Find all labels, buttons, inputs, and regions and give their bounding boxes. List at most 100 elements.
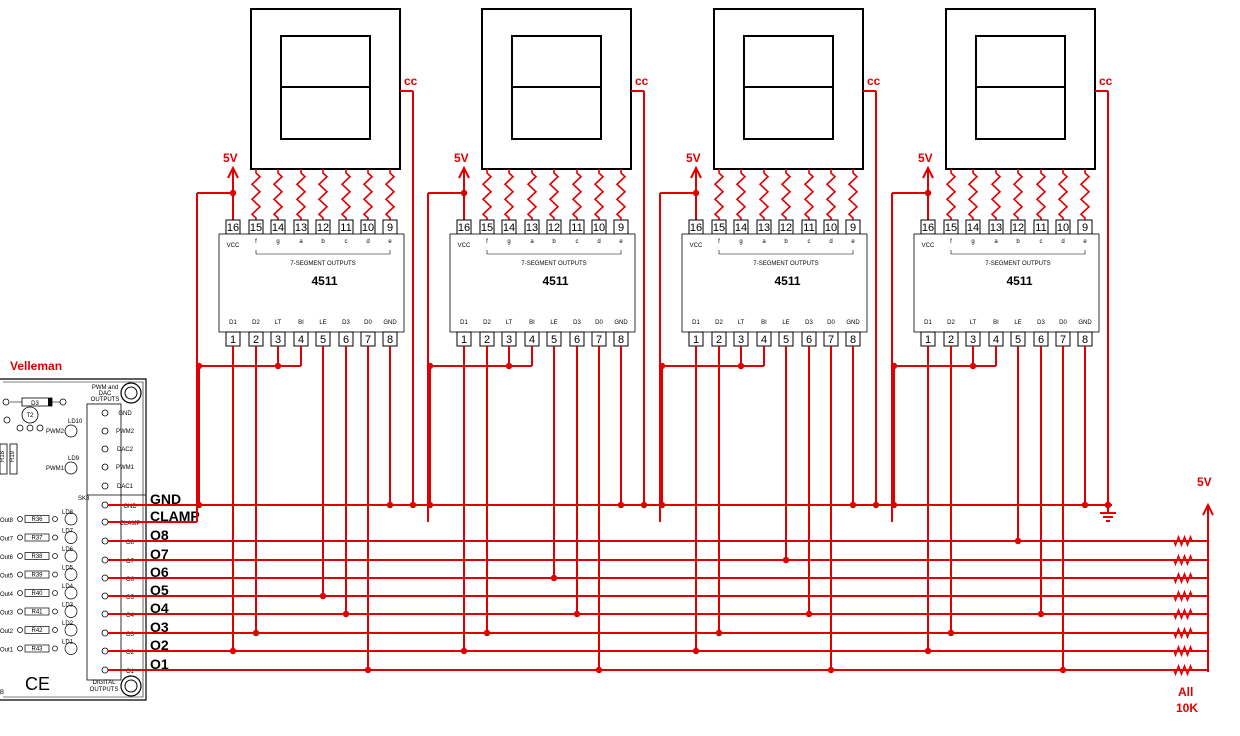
chip-pin-number: 8 <box>850 334 856 346</box>
segment-resistor <box>295 169 307 222</box>
chip-pin-name: g <box>739 239 742 245</box>
chip-vcc-label: VCC <box>922 243 935 249</box>
decoder-chip-4511 <box>913 233 1100 333</box>
junction-dot <box>252 629 260 637</box>
junction-dot <box>386 501 394 509</box>
chip-pin-number: 1 <box>230 334 236 346</box>
seven-segment-display <box>481 8 632 170</box>
chip-pin-name: D3 <box>573 320 581 326</box>
segment-resistor <box>548 169 560 222</box>
junction-dot <box>924 647 932 655</box>
mount-hole-icon <box>120 675 142 697</box>
chip-pin-name: g <box>276 239 279 245</box>
chip-pin-name: d <box>1061 239 1064 245</box>
chip-pin-name: a <box>994 239 998 245</box>
chip-pin-name: D2 <box>947 320 955 326</box>
junction-dot <box>737 362 745 370</box>
output-pin <box>101 537 109 545</box>
led-row-led-label: LD1 <box>62 640 74 646</box>
output-pin-label: O6 <box>126 577 135 583</box>
svg-text:PWM1: PWM1 <box>46 466 65 472</box>
segment-resistor <box>803 169 815 222</box>
pullup-resistor <box>1170 571 1196 585</box>
chip-pin-name: LT <box>970 320 977 326</box>
junction-dot <box>1104 501 1112 509</box>
output-pin <box>101 647 109 655</box>
chip-pin-name: c <box>345 239 348 245</box>
velleman-board: Velleman PWM and DAC OUTPUTS DIGITAL OUT… <box>0 359 147 701</box>
chip-pin-number: 3 <box>275 334 281 346</box>
pullup-resistor <box>1170 607 1196 621</box>
led-row-led-label: LD6 <box>62 547 74 553</box>
cc-label: cc <box>404 74 418 88</box>
junction-dot <box>550 574 558 582</box>
junction-dot <box>805 610 813 618</box>
chip-pin-number: 7 <box>365 334 371 346</box>
pullup-resistor <box>1170 589 1196 603</box>
led-row-led-label: LD5 <box>62 566 74 572</box>
chip-pin-number: 15 <box>250 222 262 234</box>
junction-dot <box>483 629 491 637</box>
pullup-resistor <box>1170 663 1196 677</box>
chip-pin-name: b <box>552 239 556 245</box>
led-row-res-label: R43 <box>31 647 43 653</box>
chip-subtitle: 7-SEGMENT OUTPUTS <box>753 261 818 267</box>
chip-pin-number: 5 <box>551 334 557 346</box>
led-row-out-label: Out7 <box>0 537 14 543</box>
led-row-res-label: R42 <box>31 628 43 634</box>
pullup-resistor <box>1170 534 1196 548</box>
footer-label: DIGITAL <box>93 680 117 686</box>
junction-dot <box>947 629 955 637</box>
output-pin <box>101 592 109 600</box>
header-pin-label: DAC1 <box>117 484 134 490</box>
segment-resistor <box>847 169 859 222</box>
chip-pin-name: g <box>971 239 974 245</box>
chip-pin-name: f <box>718 239 720 245</box>
segment-resistor <box>1035 169 1047 222</box>
bus-label: O2 <box>150 637 169 653</box>
chip-pin-name: c <box>1040 239 1043 245</box>
svg-text:R18: R18 <box>0 450 6 462</box>
chip-pin-number: 6 <box>574 334 580 346</box>
junction-dot <box>849 501 857 509</box>
segment-resistor <box>1012 169 1024 222</box>
chip-pin-number: 16 <box>922 222 934 234</box>
chip-pin-number: 4 <box>993 334 999 346</box>
chip-name: 4511 <box>1006 274 1032 288</box>
chip-pin-number: 5 <box>783 334 789 346</box>
segment-resistor <box>967 169 979 222</box>
segment-resistor <box>272 169 284 222</box>
output-pin <box>101 666 109 674</box>
chip-pin-number: 12 <box>317 222 329 234</box>
header-pin-label: PWM1 <box>116 465 135 471</box>
svg-text:LD10: LD10 <box>68 419 83 425</box>
output-pin <box>101 574 109 582</box>
segment-resistor <box>825 169 837 222</box>
header-pin <box>101 409 109 417</box>
junction-dot <box>782 556 790 564</box>
chip-pin-number: 16 <box>690 222 702 234</box>
junction-dot <box>409 501 417 509</box>
bus-label: O8 <box>150 527 169 543</box>
header-pin-label: PWM2 <box>116 429 135 435</box>
led-row-out-label: Out3 <box>0 611 14 617</box>
seven-segment-display <box>713 8 864 170</box>
led-row-out-label: Out6 <box>0 555 14 561</box>
bus-label: GND <box>150 491 181 507</box>
chip-pin-name: LT <box>738 320 745 326</box>
chip-pin-number: 14 <box>735 222 747 234</box>
chip-pin-name: GND <box>1078 320 1092 326</box>
junction-dot <box>460 647 468 655</box>
chip-pin-number: 8 <box>618 334 624 346</box>
segment-resistor <box>1057 169 1069 222</box>
chip-pin-number: 14 <box>503 222 515 234</box>
header-pin <box>101 445 109 453</box>
cc-label: cc <box>867 74 881 88</box>
junction-dot <box>1081 501 1089 509</box>
